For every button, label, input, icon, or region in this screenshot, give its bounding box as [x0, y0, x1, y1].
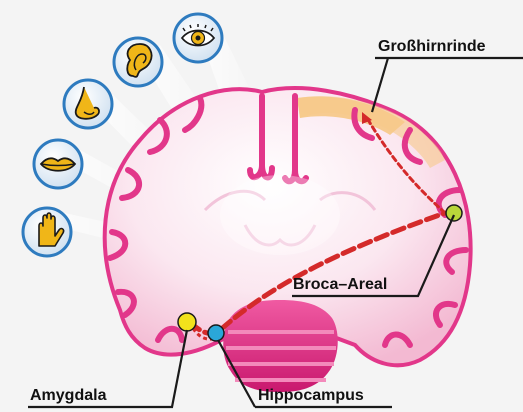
- broca-marker: [446, 205, 462, 221]
- hand-icon: [23, 208, 71, 256]
- amygdala-marker: [178, 313, 196, 331]
- broca-area-label: Broca–Areal: [293, 276, 387, 294]
- hippocampus-marker: [208, 325, 224, 341]
- eye-icon: [174, 14, 222, 62]
- ear-icon: [114, 38, 162, 86]
- cortex-label: Großhirnrinde: [378, 38, 486, 56]
- cortex-leader-line: [372, 58, 523, 112]
- nose-icon: [64, 80, 112, 128]
- hippocampus-label: Hippocampus: [258, 387, 364, 405]
- amygdala-label: Amygdala: [30, 387, 106, 405]
- mouth-icon: [34, 140, 82, 188]
